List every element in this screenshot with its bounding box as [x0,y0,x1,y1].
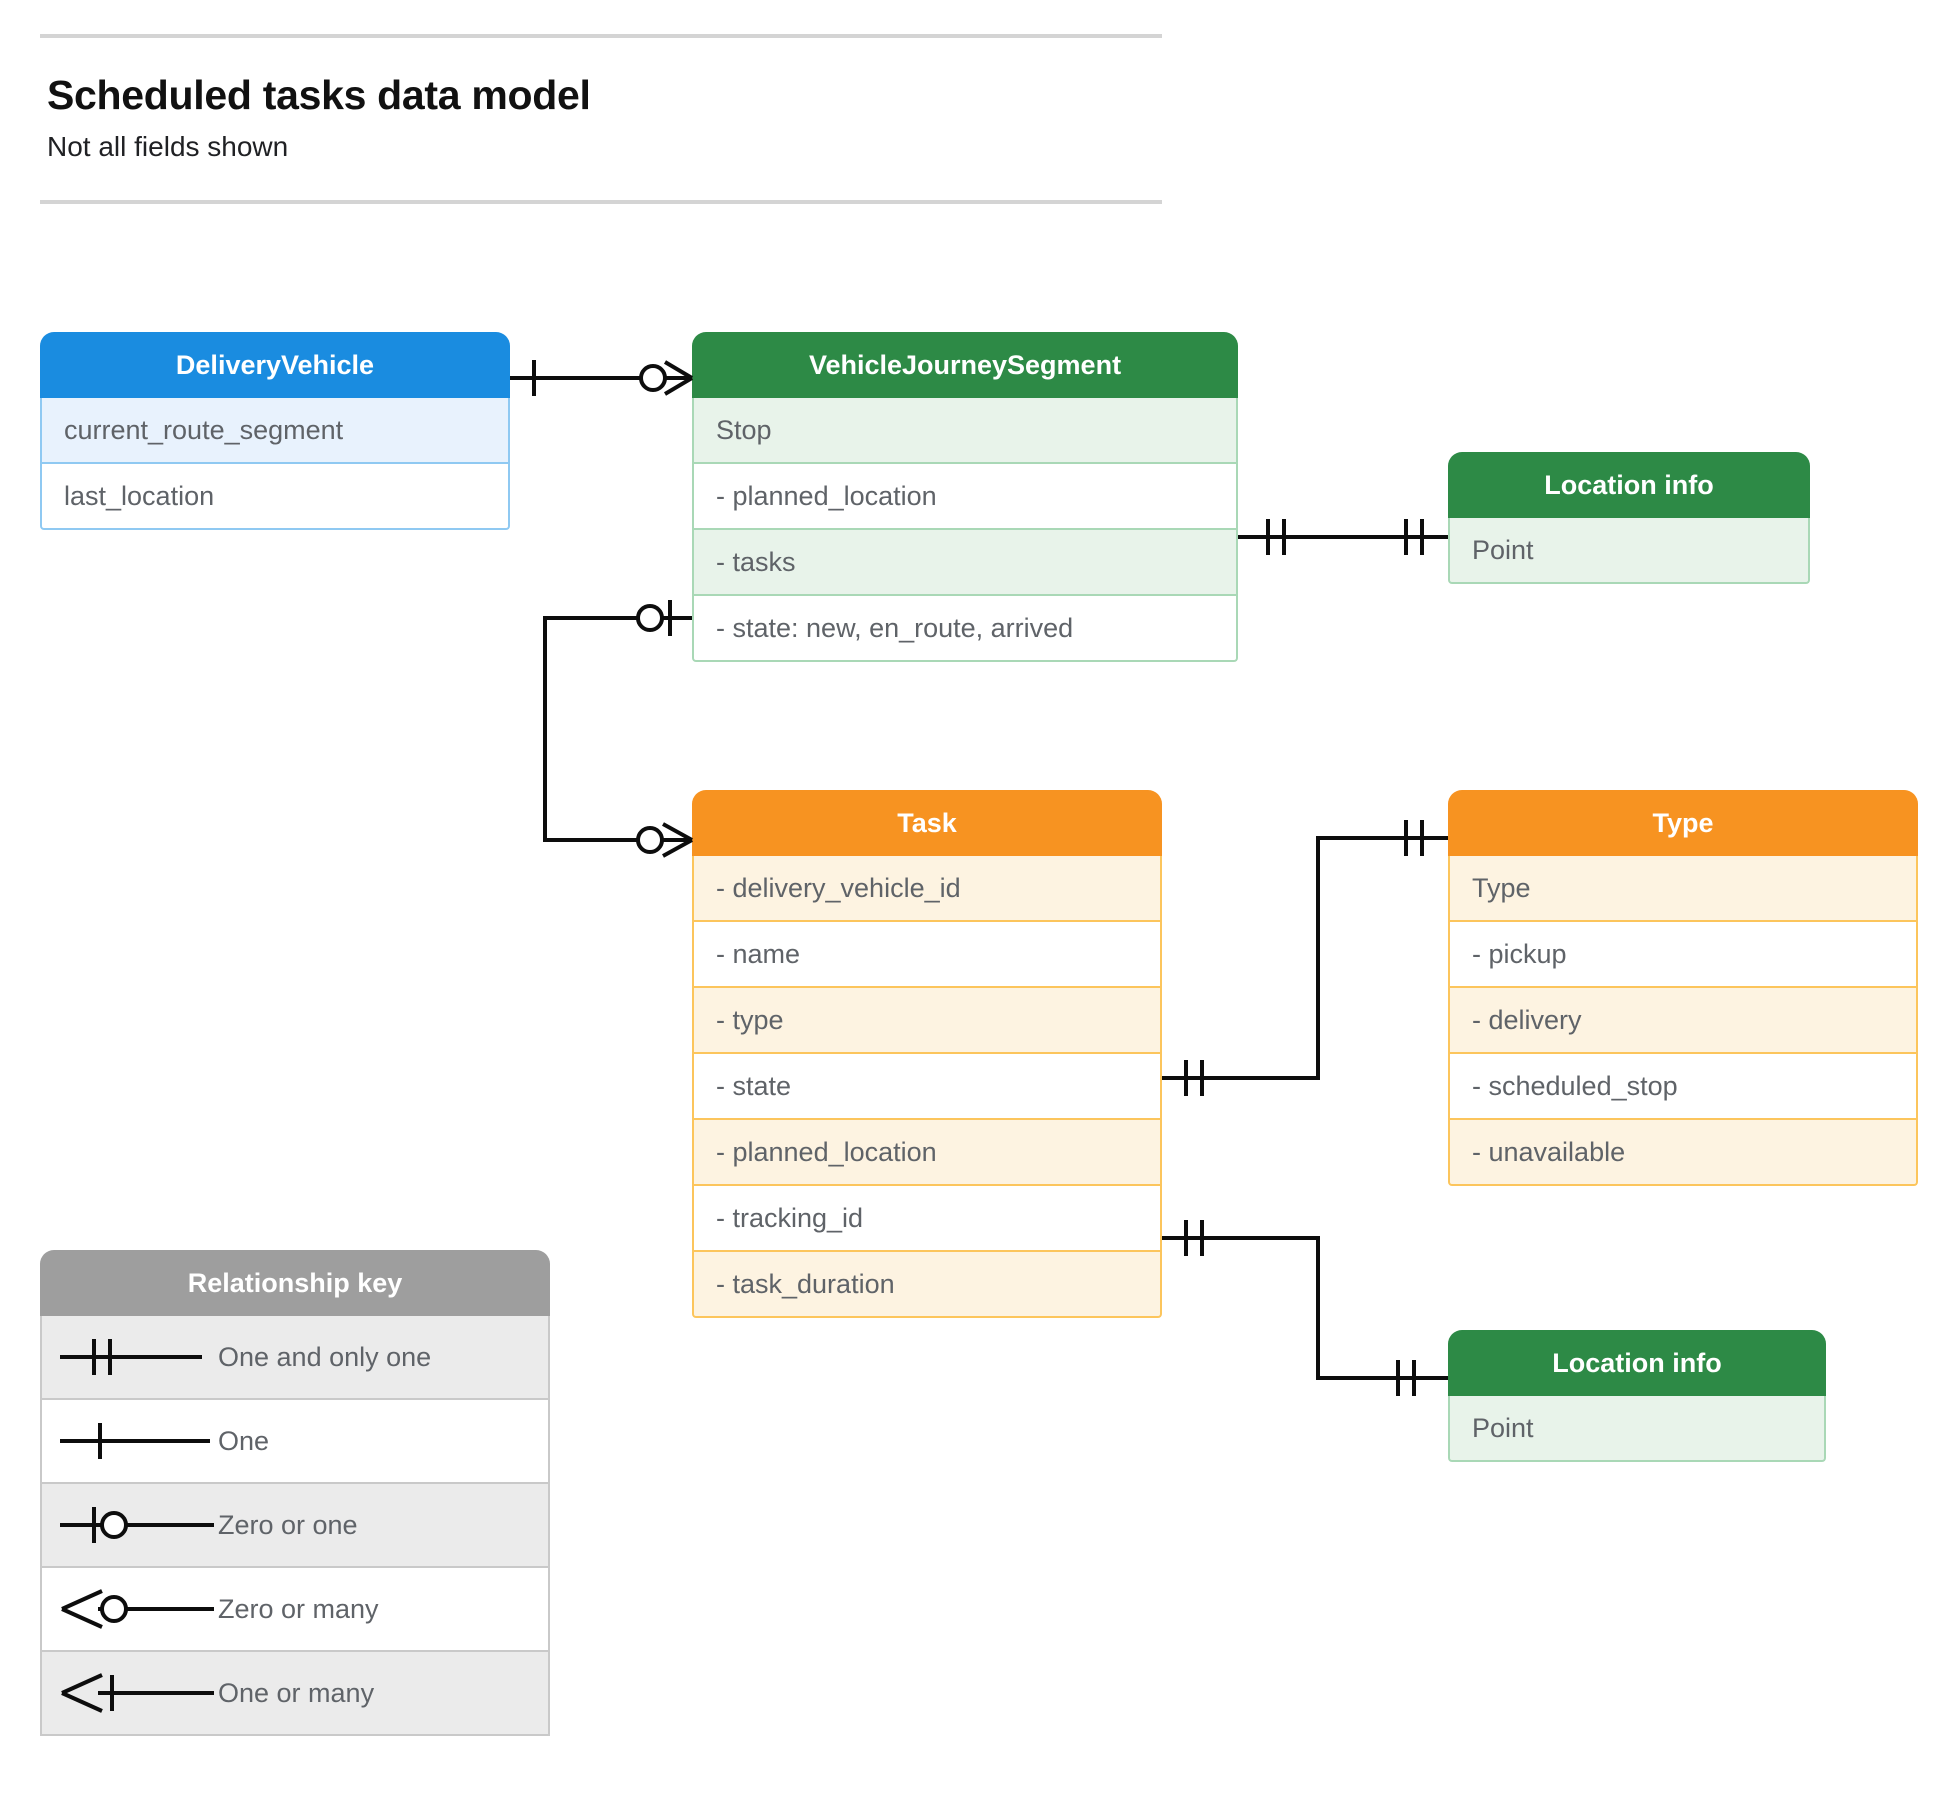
connector-task-type [1162,820,1448,1096]
legend-item-one-and-only-one: One and only one [40,1316,550,1400]
page-subtitle: Not all fields shown [47,131,289,162]
entity-location-info-bottom[interactable]: Location info Point [1448,1330,1826,1462]
field-tracking-id[interactable]: - tracking_id [692,1186,1162,1252]
field-type-unavailable[interactable]: - unavailable [1448,1120,1918,1186]
legend-label-one: One [218,1425,270,1456]
page-title: Scheduled tasks data model [47,72,591,118]
zero-or-one-icon [42,1483,218,1567]
field-type-delivery[interactable]: - delivery [1448,988,1918,1054]
legend-label-zero-or-many: Zero or many [218,1593,379,1624]
entity-delivery-vehicle[interactable]: DeliveryVehicle current_route_segment la… [40,332,510,530]
field-task-state[interactable]: - state [692,1054,1162,1120]
field-state[interactable]: - state: new, en_route, arrived [692,596,1238,662]
entity-task-title: Task [692,790,1162,856]
entity-vehicle-journey-segment-title: VehicleJourneySegment [692,332,1238,398]
field-task-duration[interactable]: - task_duration [692,1252,1162,1318]
entity-delivery-vehicle-title: DeliveryVehicle [40,332,510,398]
entity-vehicle-journey-segment[interactable]: VehicleJourneySegment Stop - planned_loc… [692,332,1238,662]
entity-location-info-top-title: Location info [1448,452,1810,518]
relationship-key-legend: Relationship key One and only one One [40,1250,550,1736]
legend-label-zero-or-one: Zero or one [218,1509,358,1540]
connector-task-locationinfo [1162,1220,1448,1396]
field-delivery-vehicle-id[interactable]: - delivery_vehicle_id [692,856,1162,922]
legend-item-zero-or-many: Zero or many [40,1568,550,1652]
legend-label-one-or-many: One or many [218,1677,375,1708]
field-type-pickup[interactable]: - pickup [1448,922,1918,988]
field-name[interactable]: - name [692,922,1162,988]
field-type-name[interactable]: Type [1448,856,1918,922]
legend-item-one-or-many: One or many [40,1652,550,1736]
field-point-bottom[interactable]: Point [1448,1396,1826,1462]
connector-deliveryvehicle-vjs [510,360,694,396]
one-and-only-one-icon [42,1315,218,1399]
field-current-route-segment[interactable]: current_route_segment [40,398,510,464]
entity-location-info-bottom-title: Location info [1448,1330,1826,1396]
field-point-top[interactable]: Point [1448,518,1810,584]
entity-type-title: Type [1448,790,1918,856]
field-task-planned-location[interactable]: - planned_location [692,1120,1162,1186]
connector-vjs-locationinfo [1238,519,1448,555]
field-stop[interactable]: Stop [692,398,1238,464]
field-vjs-planned-location[interactable]: - planned_location [692,464,1238,530]
entity-type[interactable]: Type Type - pickup - delivery - schedule… [1448,790,1918,1186]
legend-item-one: One [40,1400,550,1484]
header-divider-top [40,34,1162,38]
field-last-location[interactable]: last_location [40,464,510,530]
field-tasks[interactable]: - tasks [692,530,1238,596]
legend-label-one-and-only-one: One and only one [218,1341,432,1372]
one-icon [42,1399,218,1483]
one-or-many-icon [42,1651,218,1735]
relationship-key-title: Relationship key [40,1250,550,1316]
entity-task[interactable]: Task - delivery_vehicle_id - name - type… [692,790,1162,1318]
header-divider-bottom [40,200,1162,204]
field-type-scheduled-stop[interactable]: - scheduled_stop [1448,1054,1918,1120]
field-type[interactable]: - type [692,988,1162,1054]
legend-item-zero-or-one: Zero or one [40,1484,550,1568]
entity-location-info-top[interactable]: Location info Point [1448,452,1810,584]
connector-tasks-task [543,600,693,858]
zero-or-many-icon [42,1567,218,1651]
